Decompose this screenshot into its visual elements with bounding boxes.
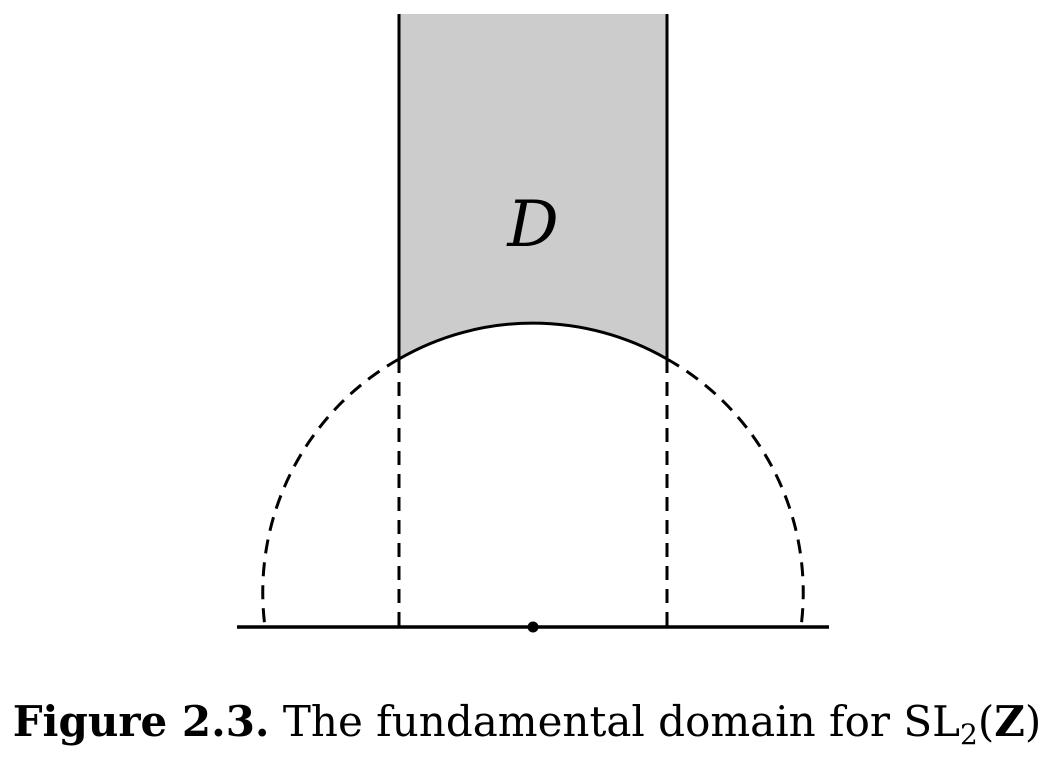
caption-group-name: SL — [903, 697, 960, 746]
fundamental-domain-diagram: D — [237, 14, 829, 633]
caption-group: SL2(Z) — [903, 697, 1042, 751]
caption-group-ring: Z — [994, 697, 1025, 746]
caption-group-subscript: 2 — [960, 718, 978, 751]
origin-point — [527, 621, 539, 633]
unit-circle-dashed-right — [666, 357, 805, 628]
caption-group-close: ) — [1024, 697, 1042, 746]
figure-caption: Figure 2.3. The fundamental domain for S… — [0, 690, 1054, 754]
caption-group-open: ( — [977, 697, 995, 746]
caption-text: The fundamental domain for — [282, 697, 890, 746]
unit-circle-arc-boundary — [398, 321, 668, 361]
caption-label: Figure 2.3. — [12, 697, 270, 746]
unit-circle-dashed-left — [261, 357, 400, 628]
fundamental-domain-region — [399, 14, 667, 359]
region-label: D — [506, 188, 558, 262]
